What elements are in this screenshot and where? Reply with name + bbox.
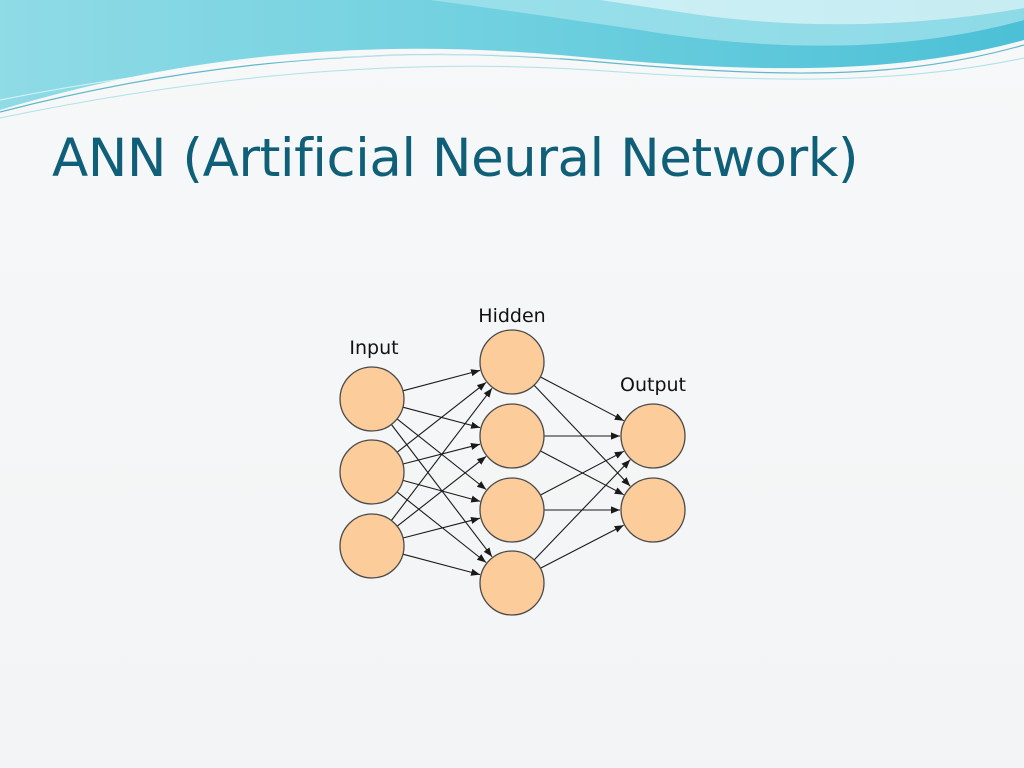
hidden-neuron-2 (479, 403, 545, 469)
edge-input-3-to-hidden-4 (402, 553, 481, 576)
input-neuron-2 (339, 439, 405, 505)
edge-hidden-4-to-output-2 (540, 524, 624, 569)
neurons (339, 329, 686, 616)
edge-input-1-to-hidden-1 (402, 369, 481, 392)
output-layer-label: Output (620, 374, 686, 396)
hidden-neuron-3 (479, 477, 545, 543)
input-layer-label: Input (349, 337, 398, 359)
edge-input-2-to-hidden-4 (396, 491, 487, 563)
input-neuron-1 (339, 366, 405, 432)
hidden-neuron-4 (479, 550, 545, 616)
hidden-layer-label: Hidden (478, 305, 545, 327)
edge-input-2-to-hidden-1 (396, 381, 487, 453)
output-neuron-1 (620, 403, 686, 469)
edge-input-3-to-hidden-2 (396, 455, 487, 527)
edge-hidden-3-to-output-1 (540, 450, 625, 496)
hidden-neuron-1 (479, 329, 545, 395)
edge-input-3-to-hidden-3 (402, 516, 481, 539)
edge-input-3-to-hidden-1 (390, 387, 493, 521)
connection-edges (390, 369, 631, 576)
header-wave-decoration (0, 0, 1024, 119)
edge-hidden-1-to-output-1 (540, 376, 625, 422)
input-neuron-3 (339, 513, 405, 579)
slide-title: ANN (Artificial Neural Network) (52, 128, 859, 189)
edge-hidden-4-to-output-1 (533, 459, 631, 561)
output-neuron-2 (620, 477, 686, 543)
